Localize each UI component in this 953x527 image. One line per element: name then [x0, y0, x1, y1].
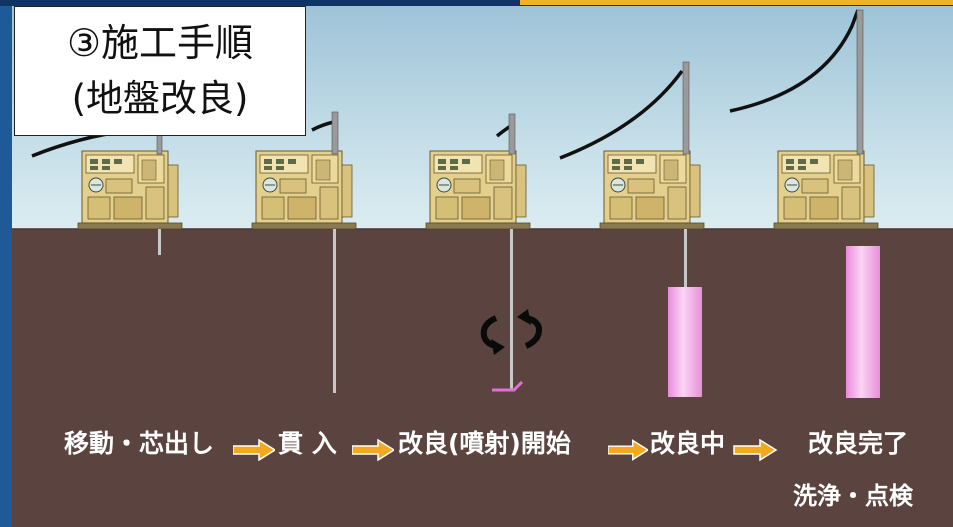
machine-stage-5	[773, 9, 880, 398]
hose-4	[559, 69, 684, 160]
step-label-3: 改良(噴射)開始	[398, 429, 571, 458]
arrow-right-icon	[607, 433, 650, 461]
arrow-right-icon	[351, 433, 396, 462]
machine-stage-4	[599, 61, 705, 397]
accent-line	[520, 0, 953, 5]
step-label-2: 貫 入	[278, 429, 337, 458]
soil-column-partial	[668, 287, 702, 397]
ground	[12, 229, 953, 527]
title-box: ③施工手順 (地盤改良)	[14, 6, 306, 136]
title-line-1: ③施工手順	[66, 21, 254, 65]
machine-stage-3	[425, 113, 531, 392]
final-note: 洗浄・点検	[793, 482, 913, 510]
soil-column-complete	[846, 246, 880, 398]
process-caption: 移動・芯出し 貫 入 改良(噴射)開始 改良中 改良完了	[60, 424, 940, 464]
arrow-right-icon	[232, 433, 277, 462]
step-label-1: 移動・芯出し	[64, 429, 215, 458]
machine-stage-2	[251, 111, 357, 393]
title-line-2: (地盤改良)	[71, 77, 249, 120]
arrow-right-icon	[732, 433, 778, 462]
step-label-5: 改良完了	[808, 429, 909, 458]
top-strip	[0, 0, 953, 6]
hose-5	[729, 9, 860, 113]
construction-scene	[12, 6, 953, 527]
step-label-4: 改良中	[650, 429, 726, 458]
rotation-icon	[480, 309, 543, 355]
